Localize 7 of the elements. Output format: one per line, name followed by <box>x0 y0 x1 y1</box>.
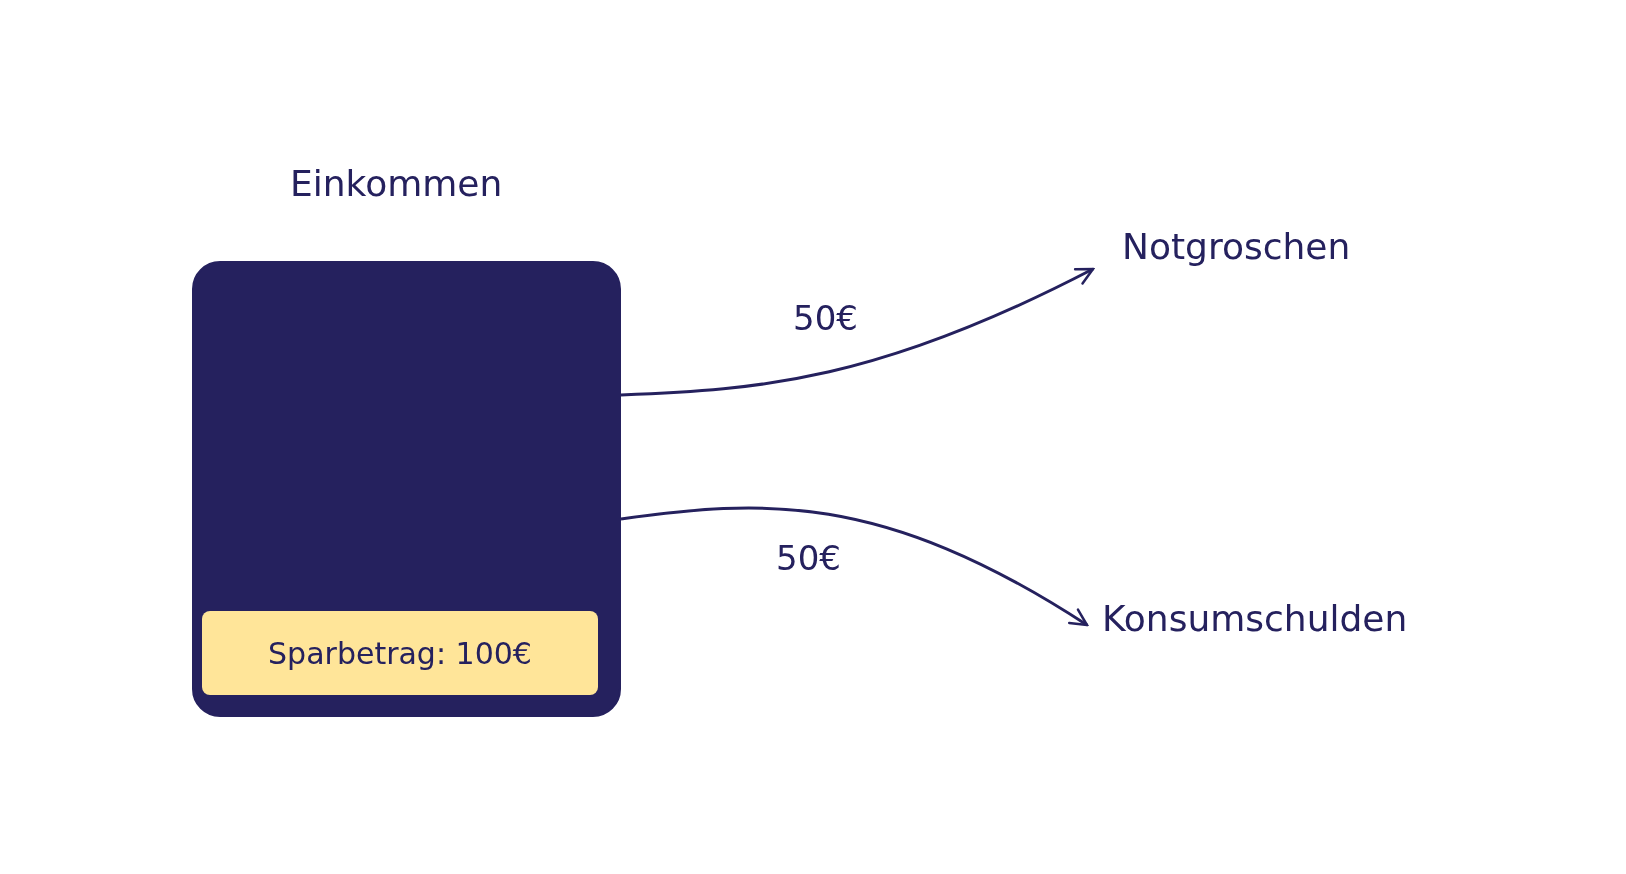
arrow <box>620 267 1095 397</box>
container-box <box>192 261 621 717</box>
box-heading: Einkommen <box>290 163 503 204</box>
target-label: Konsumschulden <box>1102 598 1408 639</box>
arrow <box>620 506 1089 627</box>
amount-label: Sparbetrag: 100€ <box>202 611 598 695</box>
target-label: Notgroschen <box>1122 226 1351 267</box>
